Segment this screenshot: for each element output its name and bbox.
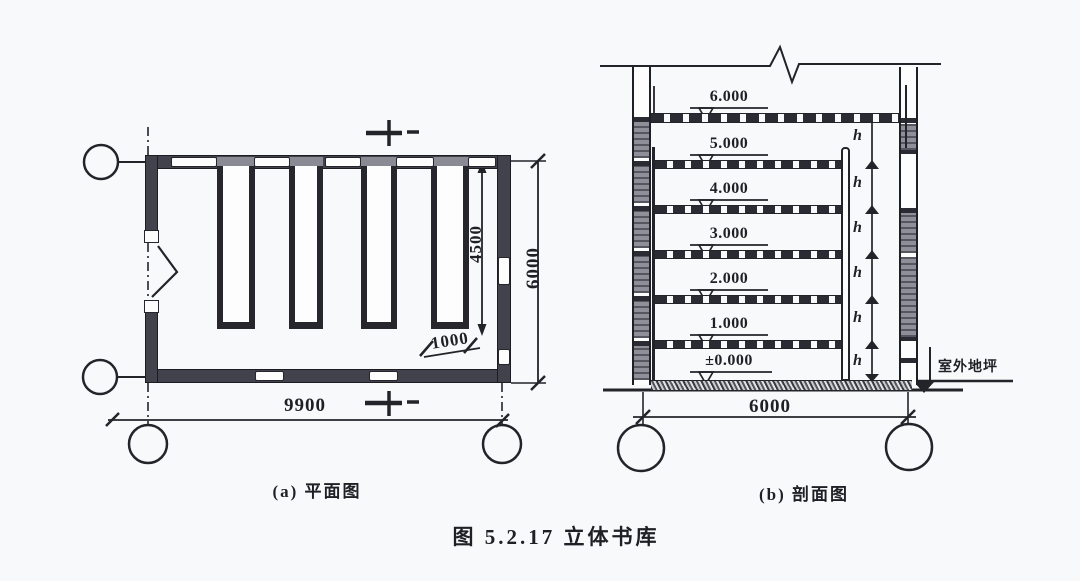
dim-6000-section: 6000 bbox=[749, 396, 791, 417]
wall-segment bbox=[634, 346, 649, 380]
wall-segment bbox=[361, 157, 397, 167]
door-jamb bbox=[144, 230, 159, 243]
window bbox=[498, 257, 510, 285]
door-jamb bbox=[144, 300, 159, 313]
panel-a-label: (a) 平面图 bbox=[272, 482, 362, 501]
window bbox=[255, 371, 284, 381]
wall-joint bbox=[634, 161, 649, 166]
level-label: 1.000 bbox=[709, 315, 749, 332]
window-mullion bbox=[905, 85, 907, 148]
plan-grid-bubbles bbox=[81, 143, 523, 465]
figure-caption: 图 5.2.17 立体书库 bbox=[452, 525, 660, 549]
stack-column bbox=[652, 147, 655, 381]
window bbox=[468, 157, 496, 167]
book-stack-row bbox=[217, 166, 255, 329]
story-height-label: h bbox=[853, 127, 862, 144]
story-height-label: h bbox=[853, 309, 862, 326]
story-height-label: h bbox=[853, 174, 862, 191]
section-right-wall bbox=[899, 67, 918, 385]
section-cut-icon bbox=[365, 391, 419, 416]
grid-bubble bbox=[884, 422, 934, 472]
stack-deck bbox=[655, 160, 841, 169]
plan-axis-lines bbox=[147, 127, 503, 425]
book-stack-row bbox=[289, 166, 323, 329]
window bbox=[396, 157, 434, 167]
wall-joint bbox=[901, 337, 916, 341]
panel-b-label: (b) 剖面图 bbox=[758, 485, 850, 504]
level-label: 5.000 bbox=[709, 135, 749, 152]
grid-bubble bbox=[127, 423, 169, 465]
wall-joint bbox=[901, 118, 916, 123]
window bbox=[254, 157, 290, 167]
wall-segment bbox=[634, 166, 649, 203]
wall-joint bbox=[901, 150, 916, 154]
outdoor-grade-label: 室外地坪 bbox=[938, 360, 998, 375]
door-opening-icon bbox=[151, 245, 179, 298]
wall-segment bbox=[634, 122, 649, 158]
story-height-chain bbox=[865, 114, 879, 383]
level-label: 2.000 bbox=[709, 270, 749, 287]
shelf-width-dimension-line bbox=[419, 337, 481, 358]
wall-joint bbox=[634, 206, 649, 211]
wall-joint bbox=[634, 251, 649, 256]
grid-bubble bbox=[82, 143, 120, 181]
wall-segment bbox=[901, 124, 916, 150]
stack-deck bbox=[655, 205, 841, 214]
stack-deck bbox=[655, 340, 841, 349]
level-label: ±0.000 bbox=[705, 352, 753, 369]
wall-joint bbox=[634, 341, 649, 346]
dim-9900: 9900 bbox=[284, 395, 326, 416]
grid-bubble bbox=[481, 423, 523, 465]
wall-segment bbox=[289, 157, 323, 167]
dim-4500: 4500 bbox=[466, 225, 485, 263]
stack-column bbox=[841, 147, 850, 381]
ground-slab bbox=[651, 380, 912, 391]
section-cut-icon bbox=[366, 120, 419, 146]
grid-bubble bbox=[616, 423, 666, 473]
level-label: 3.000 bbox=[709, 225, 749, 242]
wall-joint bbox=[634, 296, 649, 301]
plan-width-dimension-line bbox=[105, 412, 510, 428]
break-line-icon bbox=[600, 44, 941, 85]
wall-segment bbox=[901, 213, 916, 253]
outdoor-grade-marker bbox=[913, 347, 1013, 393]
dim-6000-plan: 6000 bbox=[523, 247, 544, 289]
wall-segment bbox=[634, 301, 649, 338]
level-label: 6.000 bbox=[709, 88, 749, 105]
plan-height-dimension-line bbox=[511, 153, 546, 391]
wall-segment bbox=[431, 157, 469, 167]
section-left-wall bbox=[632, 67, 651, 385]
wall-segment bbox=[901, 257, 916, 337]
wall-segment bbox=[634, 211, 649, 248]
story-height-label: h bbox=[853, 264, 862, 281]
wall-joint bbox=[901, 358, 916, 363]
plan-bottom-wall bbox=[145, 369, 511, 383]
window bbox=[369, 371, 398, 381]
book-stack-row bbox=[361, 166, 397, 329]
wall-segment bbox=[634, 256, 649, 293]
level-label: 4.000 bbox=[709, 180, 749, 197]
section-width-dimension-line bbox=[633, 392, 916, 425]
section-grid-bubbles bbox=[616, 422, 934, 473]
window bbox=[325, 157, 361, 167]
wall-joint bbox=[634, 117, 649, 122]
grid-bubble bbox=[81, 358, 119, 396]
stack-deck bbox=[655, 250, 841, 259]
floor-slab-6000 bbox=[651, 113, 899, 123]
stack-deck bbox=[655, 295, 841, 304]
story-height-label: h bbox=[853, 219, 862, 236]
wall-segment bbox=[217, 157, 255, 167]
window bbox=[498, 349, 510, 365]
wall-joint bbox=[901, 208, 916, 213]
book-stack-row bbox=[431, 166, 469, 329]
window bbox=[171, 157, 217, 167]
story-height-label: h bbox=[853, 352, 862, 369]
